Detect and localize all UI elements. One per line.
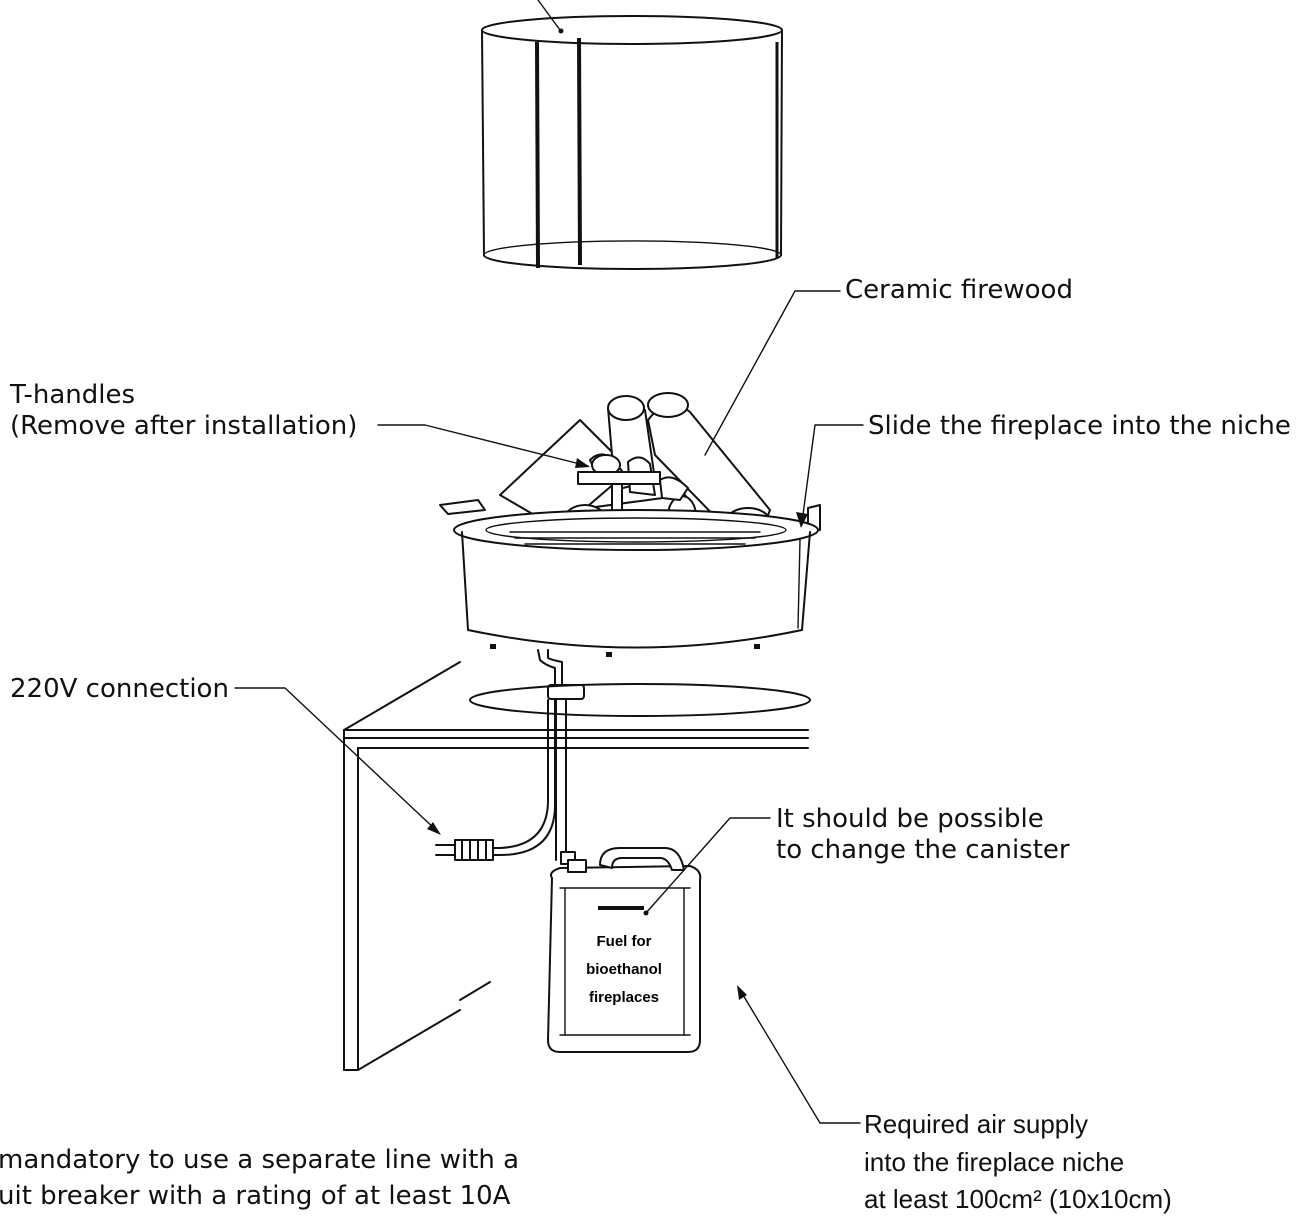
label-t-handles-note: (Remove after installation) [10, 411, 358, 441]
label-slide-into-niche: Slide the fireplace into the niche [868, 411, 1291, 441]
air-supply-arrowhead [737, 985, 747, 1000]
canister-label-line2: bioethanol [586, 961, 662, 978]
label-ceramic-firewood: Ceramic firewood [845, 275, 1073, 305]
power-plug [435, 839, 494, 861]
label-air-supply-3: at least 100cm² (10x10cm) [864, 1184, 1172, 1214]
t-handle [577, 471, 661, 535]
label-220v-connection: 220V connection [10, 674, 229, 704]
change-canister-leader [645, 817, 771, 914]
slide-niche-arrowhead [796, 512, 808, 528]
label-t-handles: T-handles [10, 380, 136, 410]
label-air-supply-2: into the fireplace niche [864, 1147, 1125, 1177]
air-supply-leader [739, 989, 861, 1124]
label-change-canister-1: It should be possible [776, 804, 1044, 834]
t-handles-arrowhead [575, 458, 590, 468]
niche-counter [343, 661, 811, 1071]
label-air-supply-1: Required air supply [864, 1109, 1089, 1139]
canister-label-line3: fireplaces [589, 989, 659, 1006]
leader-lines [234, 290, 864, 1124]
label-mandatory-line-1: mandatory to use a separate line with a [0, 1145, 520, 1175]
slide-niche-leader [801, 424, 864, 523]
label-change-canister-2: to change the canister [776, 835, 1070, 865]
power-cable [489, 699, 556, 856]
connection-220v-leader [234, 687, 438, 832]
t-handles-leader [377, 424, 589, 467]
burner-body [453, 509, 819, 657]
glass-leader-line [537, 0, 561, 31]
fuel-canister [547, 847, 702, 1053]
fuel-hose [537, 649, 585, 865]
connection-220v-arrowhead [427, 822, 441, 835]
ceramic-firewood-leader [704, 290, 841, 456]
glass-leader-dot [558, 28, 564, 34]
label-mandatory-line-2: uit breaker with a rating of at least 10… [0, 1181, 511, 1211]
glass-cylinder [481, 15, 783, 271]
canister-label-line1: Fuel for [597, 933, 652, 950]
burner-grate [509, 531, 761, 545]
